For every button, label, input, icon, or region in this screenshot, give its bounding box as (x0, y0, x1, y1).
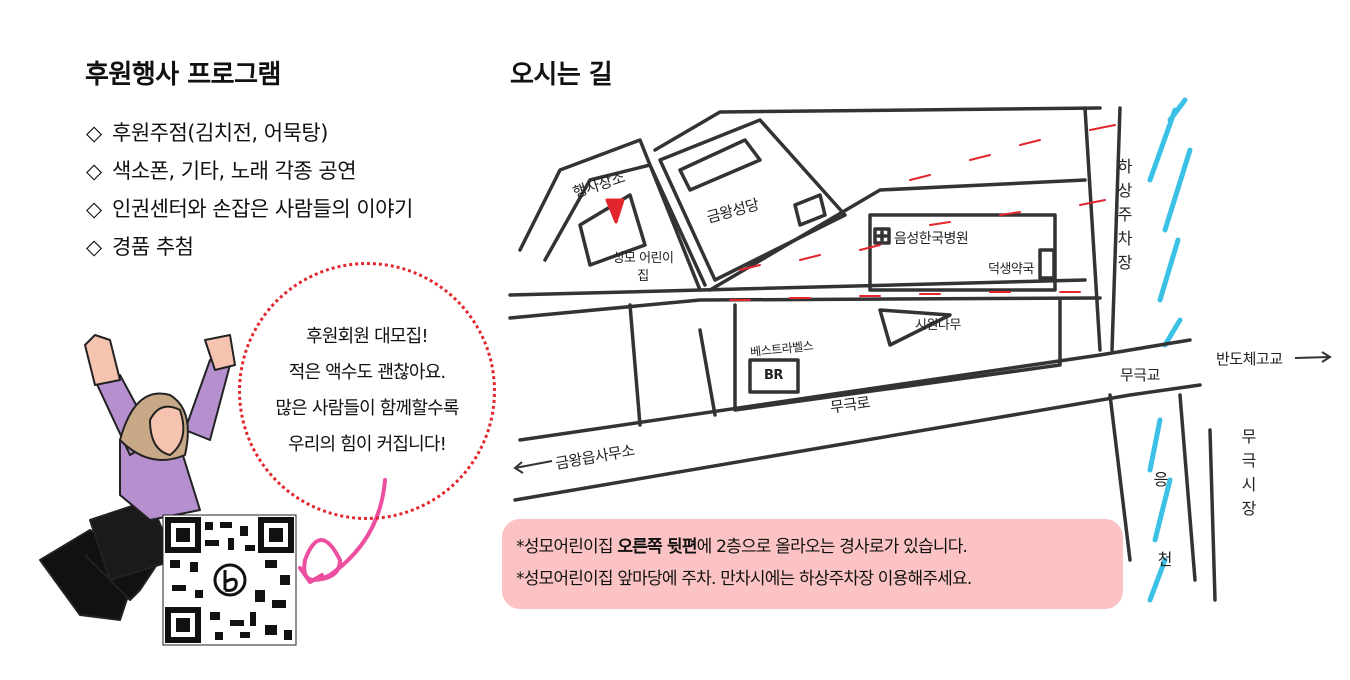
program-list: ◇후원주점(김치전, 어묵탕) ◇색소폰, 기타, 노래 각종 공연 ◇인권센터… (86, 114, 413, 266)
bubble-line: 적은 액수도 괜찮아요. (288, 362, 446, 383)
program-item: ◇인권센터와 손잡은 사람들의 이야기 (86, 190, 413, 228)
qr-code-icon (162, 514, 297, 646)
bubble-line: 우리의 힘이 커집니다! (287, 434, 447, 455)
directions-title: 오시는 길 (510, 60, 613, 90)
note-line-2: *성모어린이집 앞마당에 주차. 만차시에는 하상주차장 이용해주세요. (516, 569, 972, 589)
diamond-bullet-icon: ◇ (86, 235, 102, 259)
diamond-bullet-icon: ◇ (86, 197, 102, 221)
diamond-bullet-icon: ◇ (86, 121, 102, 145)
program-item: ◇색소폰, 기타, 노래 각종 공연 (86, 152, 413, 190)
map-label-mugeuk-bridge: 무극교 (1120, 366, 1160, 384)
pink-arrow-icon (302, 478, 387, 582)
program-item: ◇후원주점(김치전, 어묵탕) (86, 114, 413, 152)
bubble-line: 후원회원 대모집! (306, 326, 428, 347)
parking-note: *성모어린이집 오른쪽 뒷편에 2층으로 올라오는 경사로가 있습니다. *성모… (502, 519, 1123, 609)
map-label-parking: 하상주차장 (1117, 157, 1133, 272)
cheering-woman-illustration (39, 334, 236, 621)
program-title: 후원행사 프로그램 (85, 60, 281, 90)
map-label-store: 시원나무 (915, 318, 961, 333)
map-label-hospital: 음성한국병원 (894, 231, 969, 247)
program-item: ◇경품 추첨 (86, 228, 413, 266)
map-label-stream-bottom: 천 (1157, 550, 1173, 569)
location-pin-icon (605, 198, 625, 224)
bubble-line: 많은 사람들이 함께할수록 (275, 398, 459, 419)
map-label-stream-top: 응 (1153, 470, 1169, 489)
stream-icon (1147, 97, 1193, 603)
map-label-bandoche-school: 반도체고교 (1216, 350, 1283, 368)
note-line-1: *성모어린이집 오른쪽 뒷편에 2층으로 올라오는 경사로가 있습니다. (516, 537, 968, 557)
membership-bubble: 후원회원 대모집! 적은 액수도 괜찮아요. 많은 사람들이 함께할수록 우리의… (238, 262, 496, 520)
diamond-bullet-icon: ◇ (86, 159, 102, 183)
map-label-pharmacy: 덕생약국 (988, 262, 1034, 277)
map-label-seongmo-daycare: 성모 어린이집 (612, 251, 674, 284)
map-label-market: 무극시장 (1241, 427, 1257, 518)
map-label-hotel-badge: BR (764, 368, 783, 383)
